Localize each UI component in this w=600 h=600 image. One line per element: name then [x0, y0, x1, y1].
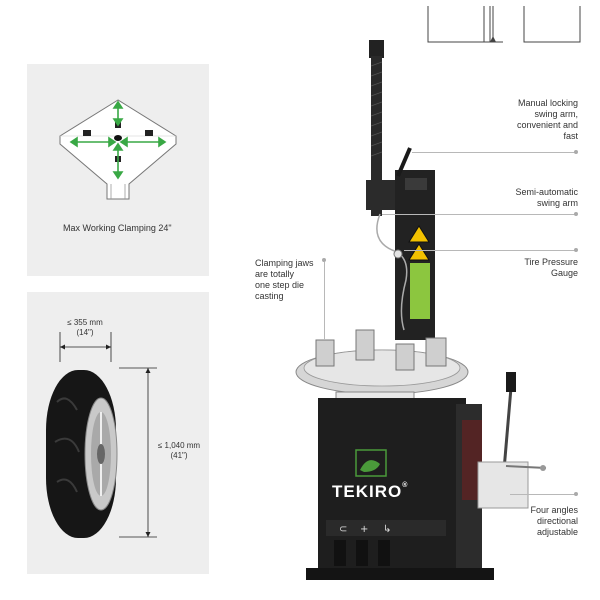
callout-clamping-jaws: Clamping jaws are totally one step die c…: [255, 258, 321, 302]
tire-width-label: ≤ 355 mm (14"): [55, 318, 115, 338]
brand-logo: [355, 449, 387, 477]
leader-dot: [574, 248, 578, 252]
bead-breaker-blade: [477, 461, 529, 509]
jaw-left-icon: [83, 130, 91, 136]
callout-line: casting: [255, 291, 284, 301]
machine-base: [306, 568, 494, 580]
tire-width-mm: ≤ 355 mm: [67, 318, 103, 327]
leader-tire-pressure: [404, 250, 576, 251]
leader-clamping-jaws: [324, 262, 325, 340]
brand-registered-mark: ®: [402, 482, 409, 489]
callout-semi-automatic: Semi-automatic swing arm: [490, 187, 578, 209]
callout-line: fast: [563, 131, 578, 141]
turntable-diagram: [59, 99, 177, 200]
tire-height-label: ≤ 1,040 mm (41"): [153, 441, 205, 461]
leader-dot: [322, 258, 326, 262]
leader-manual-locking: [412, 152, 576, 153]
callout-four-angles: Four angles directional adjustable: [500, 505, 578, 538]
clamping-diagram-panel: Max Working Clamping 24": [27, 64, 209, 276]
leader-dot: [574, 212, 578, 216]
tire-height-in: (41"): [170, 451, 188, 460]
callout-line: Manual locking: [517, 98, 578, 108]
leader-semi-automatic: [382, 214, 576, 215]
svg-text:⊂: ⊂: [339, 524, 347, 535]
tire-height-mm: ≤ 1,040 mm: [157, 441, 201, 450]
callout-line: convenient and: [516, 120, 578, 130]
callout-line: swing arm: [536, 198, 578, 208]
callout-line: Gauge: [550, 268, 578, 278]
leader-four-angles: [510, 494, 576, 495]
callout-manual-locking: Manual locking swing arm, convenient and…: [490, 98, 578, 142]
callout-line: adjustable: [536, 527, 578, 537]
jaw-right-icon: [145, 130, 153, 136]
callout-tire-pressure: Tire Pressure Gauge: [490, 257, 578, 279]
callout-line: swing arm,: [534, 109, 578, 119]
clamping-caption: Max Working Clamping 24": [63, 223, 172, 233]
tire-drawing: [46, 332, 157, 538]
vertical-shaft: [369, 40, 384, 58]
svg-text:↳: ↳: [383, 524, 391, 535]
brand-text: TEKIRO: [332, 482, 403, 501]
tire-dimensions-panel: ≤ 355 mm (14") ≤ 1,040 mm (41"): [27, 292, 209, 574]
center-hub: [114, 135, 122, 141]
locking-lever: [396, 147, 412, 177]
svg-text:+: +: [360, 524, 368, 535]
callout-line: Tire Pressure: [524, 257, 578, 267]
callout-line: Four angles: [530, 505, 578, 515]
leader-dot: [574, 150, 578, 154]
callout-line: directional: [536, 516, 578, 526]
callout-line: one step die: [255, 280, 305, 290]
callout-line: Semi-automatic: [515, 187, 578, 197]
callout-line: are totally: [255, 269, 295, 279]
callout-line: Clamping jaws: [255, 258, 314, 268]
brand-name: TEKIRO®: [332, 482, 408, 502]
tire-width-in: (14"): [76, 328, 94, 337]
leader-dot: [574, 492, 578, 496]
